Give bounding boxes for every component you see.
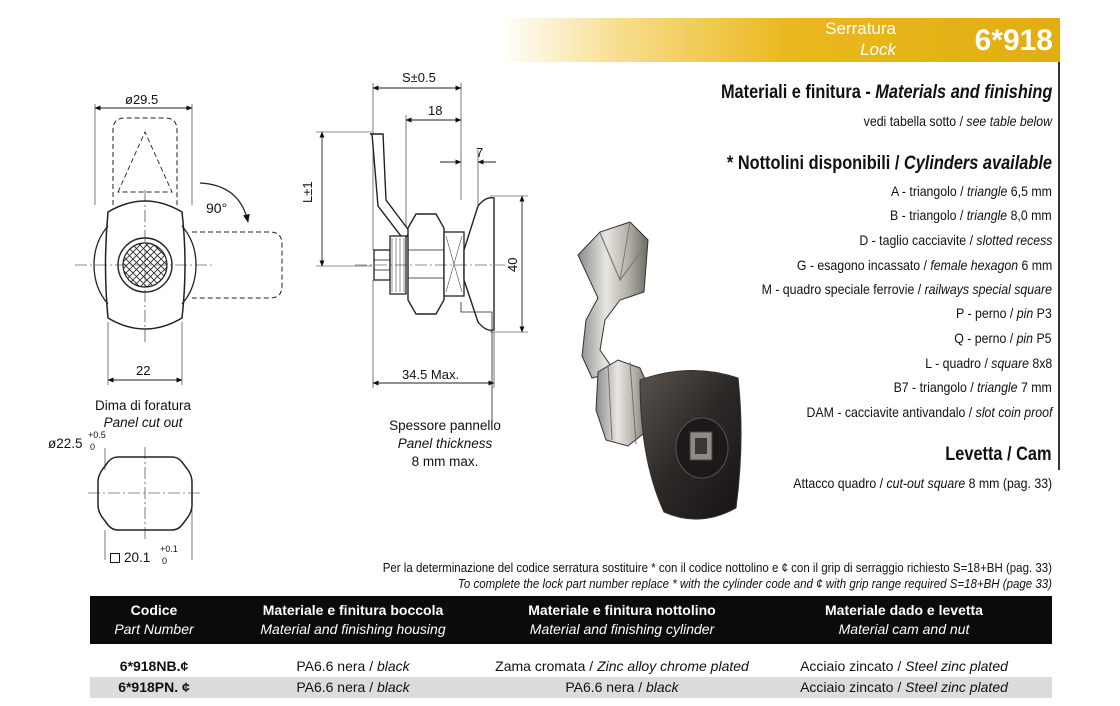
note-it: Per la determinazione del codice serratu… [382, 561, 1053, 575]
table-row: 6*918NB.¢ PA6.6 nera / black Zama cromat… [90, 644, 1052, 677]
housing-cell: PA6.6 nera / black [218, 677, 488, 698]
header-title-en: Lock [860, 40, 896, 59]
cylinder-item: B7 - triangolo / triangle 7 mm [893, 379, 1052, 395]
part-number-cell: 6*918NB.¢ [90, 644, 218, 677]
panel-thickness-value: 8 mm max. [411, 454, 479, 469]
dim-angle-90: 90° [206, 200, 228, 216]
cylinder-item: L - quadro / square 8x8 [925, 355, 1052, 371]
dim-L: L±1 [300, 181, 315, 203]
dim-tolerance-lower: 0 [162, 556, 168, 566]
panel-thickness-en: Panel thickness [397, 436, 493, 451]
cylinder-cell: PA6.6 nera / black [488, 677, 756, 698]
cylinder-item: A - triangolo / triangle 6,5 mm [891, 183, 1052, 199]
panel-cut-label-en: Panel cut out [103, 415, 183, 430]
dim-40: 40 [505, 257, 520, 272]
cylinder-item: DAM - cacciavite antivandalo / slot coin… [806, 404, 1052, 420]
cam-nut-cell: Acciaio zincato / Steel zinc plated [756, 644, 1052, 677]
panel-cut-label-it: Dima di foratura [94, 398, 192, 413]
dim-diameter-29-5: ø29.5 [125, 92, 159, 107]
dim-18: 18 [428, 103, 443, 118]
cam-nut-cell: Acciaio zincato / Steel zinc plated [756, 677, 1052, 698]
header-band [500, 18, 1070, 62]
table-row: 6*918PN. ¢ PA6.6 nera / black PA6.6 nera… [90, 677, 1052, 698]
cylinder-item: Q - perno / pin P5 [954, 330, 1052, 346]
dim-tolerance-upper: +0.5 [88, 430, 106, 440]
vertical-divider [1058, 62, 1060, 470]
cylinder-cell: Zama cromata / Zinc alloy chrome plated [488, 644, 756, 677]
front-view [75, 104, 283, 385]
technical-drawing [75, 83, 742, 560]
dim-s: S±0.5 [402, 70, 436, 85]
cam-heading: Levetta / Cam [945, 444, 1052, 465]
note-en: To complete the lock part number replace… [457, 577, 1052, 591]
square-symbol-icon [110, 553, 120, 563]
header-margin [1060, 18, 1120, 62]
materials-heading: Materiali e finitura - Materials and fin… [720, 82, 1052, 103]
cylinder-item: P - perno / pin P3 [956, 305, 1052, 321]
panel-cutout-view [88, 447, 202, 560]
dim-width-22: 22 [136, 363, 151, 378]
cylinder-item: M - quadro speciale ferrovie / railways … [761, 281, 1052, 297]
product-code-title: 6*918 [974, 24, 1053, 57]
product-3d-view [577, 221, 742, 520]
cylinders-heading: * Nottolini disponibili / Cylinders avai… [726, 153, 1052, 174]
cam-description: Attacco quadro / cut-out square 8 mm (pa… [793, 475, 1052, 491]
cylinder-item: D - taglio cacciavite / slotted recess [858, 232, 1052, 248]
cylinder-item: B - triangolo / triangle 8,0 mm [890, 207, 1052, 223]
dim-7: 7 [476, 145, 484, 160]
dim-diameter-22-5: ø22.5 [48, 436, 83, 451]
materials-note: vedi tabella sotto / see table below [863, 113, 1052, 129]
dim-34-5-max: 34.5 Max. [402, 367, 460, 382]
dim-tolerance-upper: +0.1 [160, 544, 178, 554]
part-number-cell: 6*918PN. ¢ [90, 677, 218, 698]
side-view [316, 83, 528, 420]
header-title-it: Serratura [825, 19, 896, 38]
housing-cell: PA6.6 nera / black [218, 644, 488, 677]
cylinder-item: G - esagono incassato / female hexagon 6… [796, 257, 1052, 273]
panel-thickness-it: Spessore pannello [389, 418, 501, 433]
dim-tolerance-lower: 0 [90, 442, 96, 452]
dim-square-20-1: 20.1 [110, 550, 150, 565]
